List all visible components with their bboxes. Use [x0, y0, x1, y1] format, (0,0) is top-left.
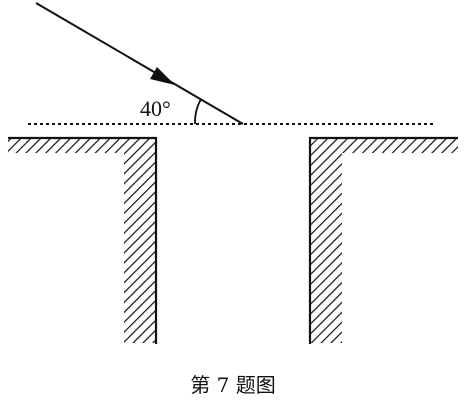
right-wall-outline [308, 136, 458, 344]
angle-label: 40° [140, 96, 171, 121]
left-wall-outline [8, 136, 158, 344]
ray-arrowhead [150, 67, 175, 85]
right-ground-hatching [310, 138, 458, 153]
left-ground-hatching [8, 138, 156, 153]
left-wall-hatching [124, 153, 156, 343]
right-wall-hatching [310, 153, 342, 343]
figure-caption: 第 7 题图 [190, 373, 275, 397]
angle-arc [194, 98, 202, 125]
incident-ray [35, 2, 244, 125]
